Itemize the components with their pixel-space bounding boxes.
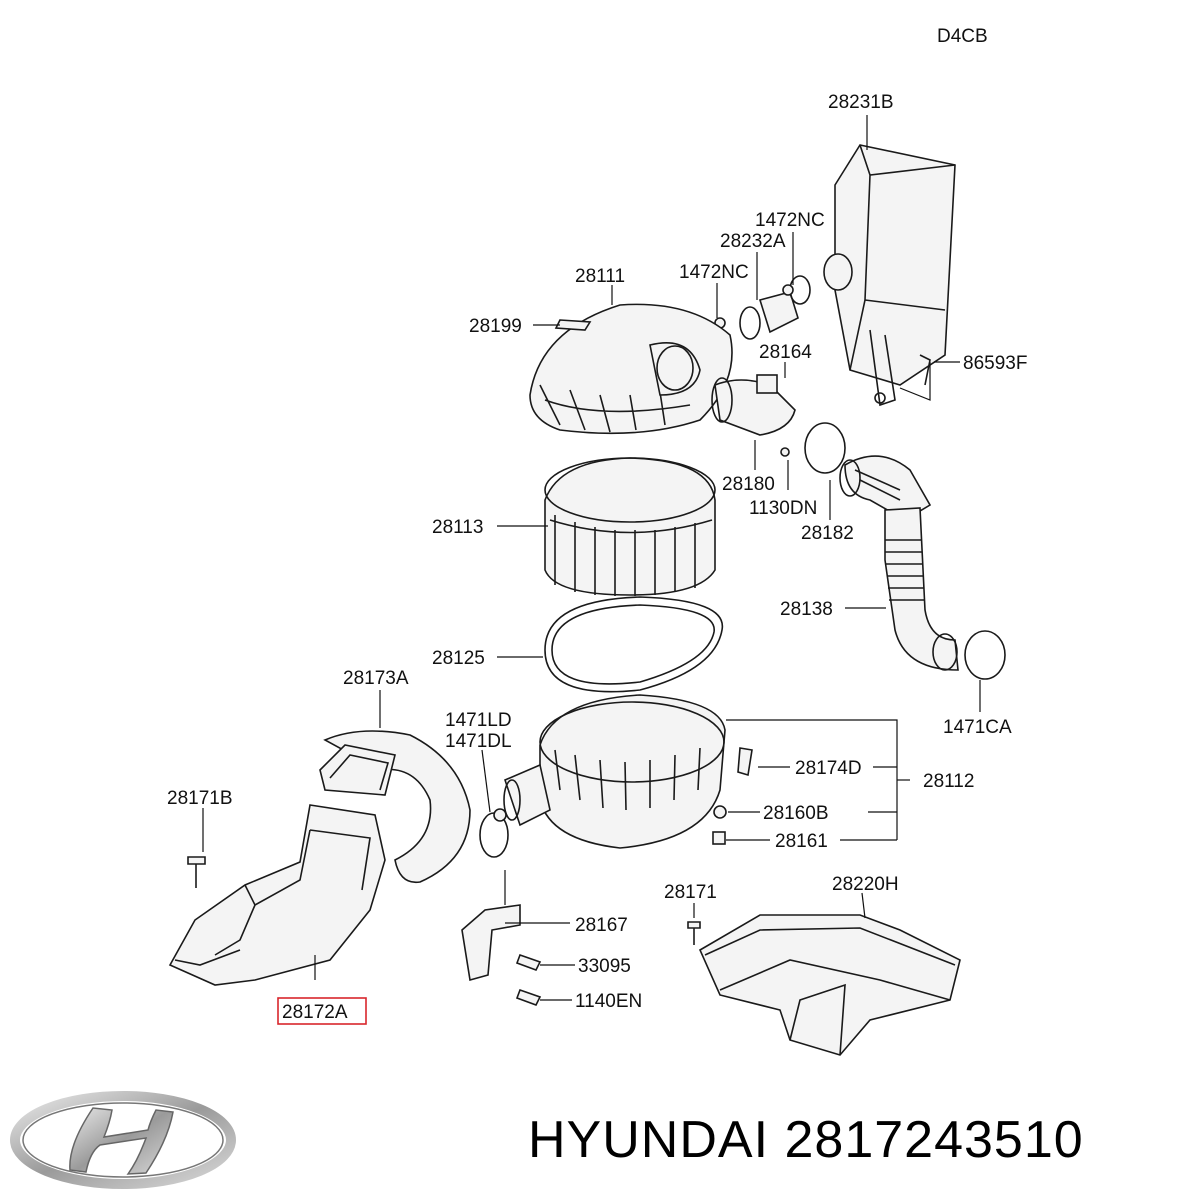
connector-pipe-28232A	[714, 275, 811, 340]
parts-diagram: D4CB 28231B 1472NC 28232A 1472NC 28111 2…	[167, 26, 1027, 1056]
part-label: 1472NC	[679, 262, 749, 283]
part-label: 28171	[664, 882, 717, 903]
part-label: 28180	[722, 474, 775, 495]
air-cleaner-cover-28111	[529, 303, 733, 435]
gasket-28125	[544, 596, 724, 693]
part-label: 28167	[575, 915, 628, 936]
clamp-1471LD	[479, 808, 509, 858]
air-cleaner-lower-28112	[503, 694, 753, 849]
resonator-28231B	[823, 144, 956, 407]
part-label: 28164	[759, 342, 812, 363]
part-label: 28160B	[763, 803, 829, 824]
intake-duct-28220H	[698, 914, 961, 1056]
engine-code-label: D4CB	[937, 26, 988, 47]
air-flow-sensor-28164	[711, 374, 796, 457]
part-label: 33095	[578, 956, 631, 977]
part-number: 2817243510	[784, 1111, 1084, 1169]
part-label: 28182	[801, 523, 854, 544]
part-label: 28174D	[795, 758, 862, 779]
part-label: 1471DL	[445, 731, 512, 752]
filter-element-28113	[544, 457, 716, 596]
highlight-box	[277, 997, 367, 1025]
part-label: 28112	[923, 771, 974, 792]
brand-name: HYUNDAI	[528, 1111, 770, 1169]
part-label: 28125	[432, 648, 485, 669]
part-label: 28232A	[720, 231, 786, 252]
brand-part-heading: HYUNDAI 2817243510	[528, 1110, 1084, 1170]
hyundai-logo-icon	[10, 1091, 236, 1189]
bolts	[187, 856, 701, 1006]
part-label: 1471CA	[943, 717, 1012, 738]
duct-28173A	[319, 730, 471, 884]
part-label: 86593F	[963, 353, 1027, 374]
bracket-28167	[461, 904, 521, 982]
part-label: 28220H	[832, 874, 899, 895]
duct-28138	[884, 507, 1006, 680]
part-label: 28111	[575, 266, 625, 287]
hose-28182	[804, 422, 932, 521]
part-label: 1130DN	[749, 498, 817, 519]
part-label: 1472NC	[755, 210, 825, 231]
part-label: 28199	[469, 316, 522, 337]
part-label: 28173A	[343, 668, 409, 689]
leader-lines	[202, 115, 981, 1001]
part-label: 1471LD	[445, 710, 512, 731]
highlighted-part-label: 28172A	[282, 1002, 348, 1023]
part-label: 28113	[432, 517, 483, 538]
part-label: 28231B	[828, 92, 894, 113]
intake-duct-28172A	[168, 804, 386, 986]
part-label: 28161	[775, 831, 828, 852]
part-label: 28171B	[167, 788, 233, 809]
part-label: 1140EN	[575, 991, 642, 1012]
part-label: 28138	[780, 599, 833, 620]
